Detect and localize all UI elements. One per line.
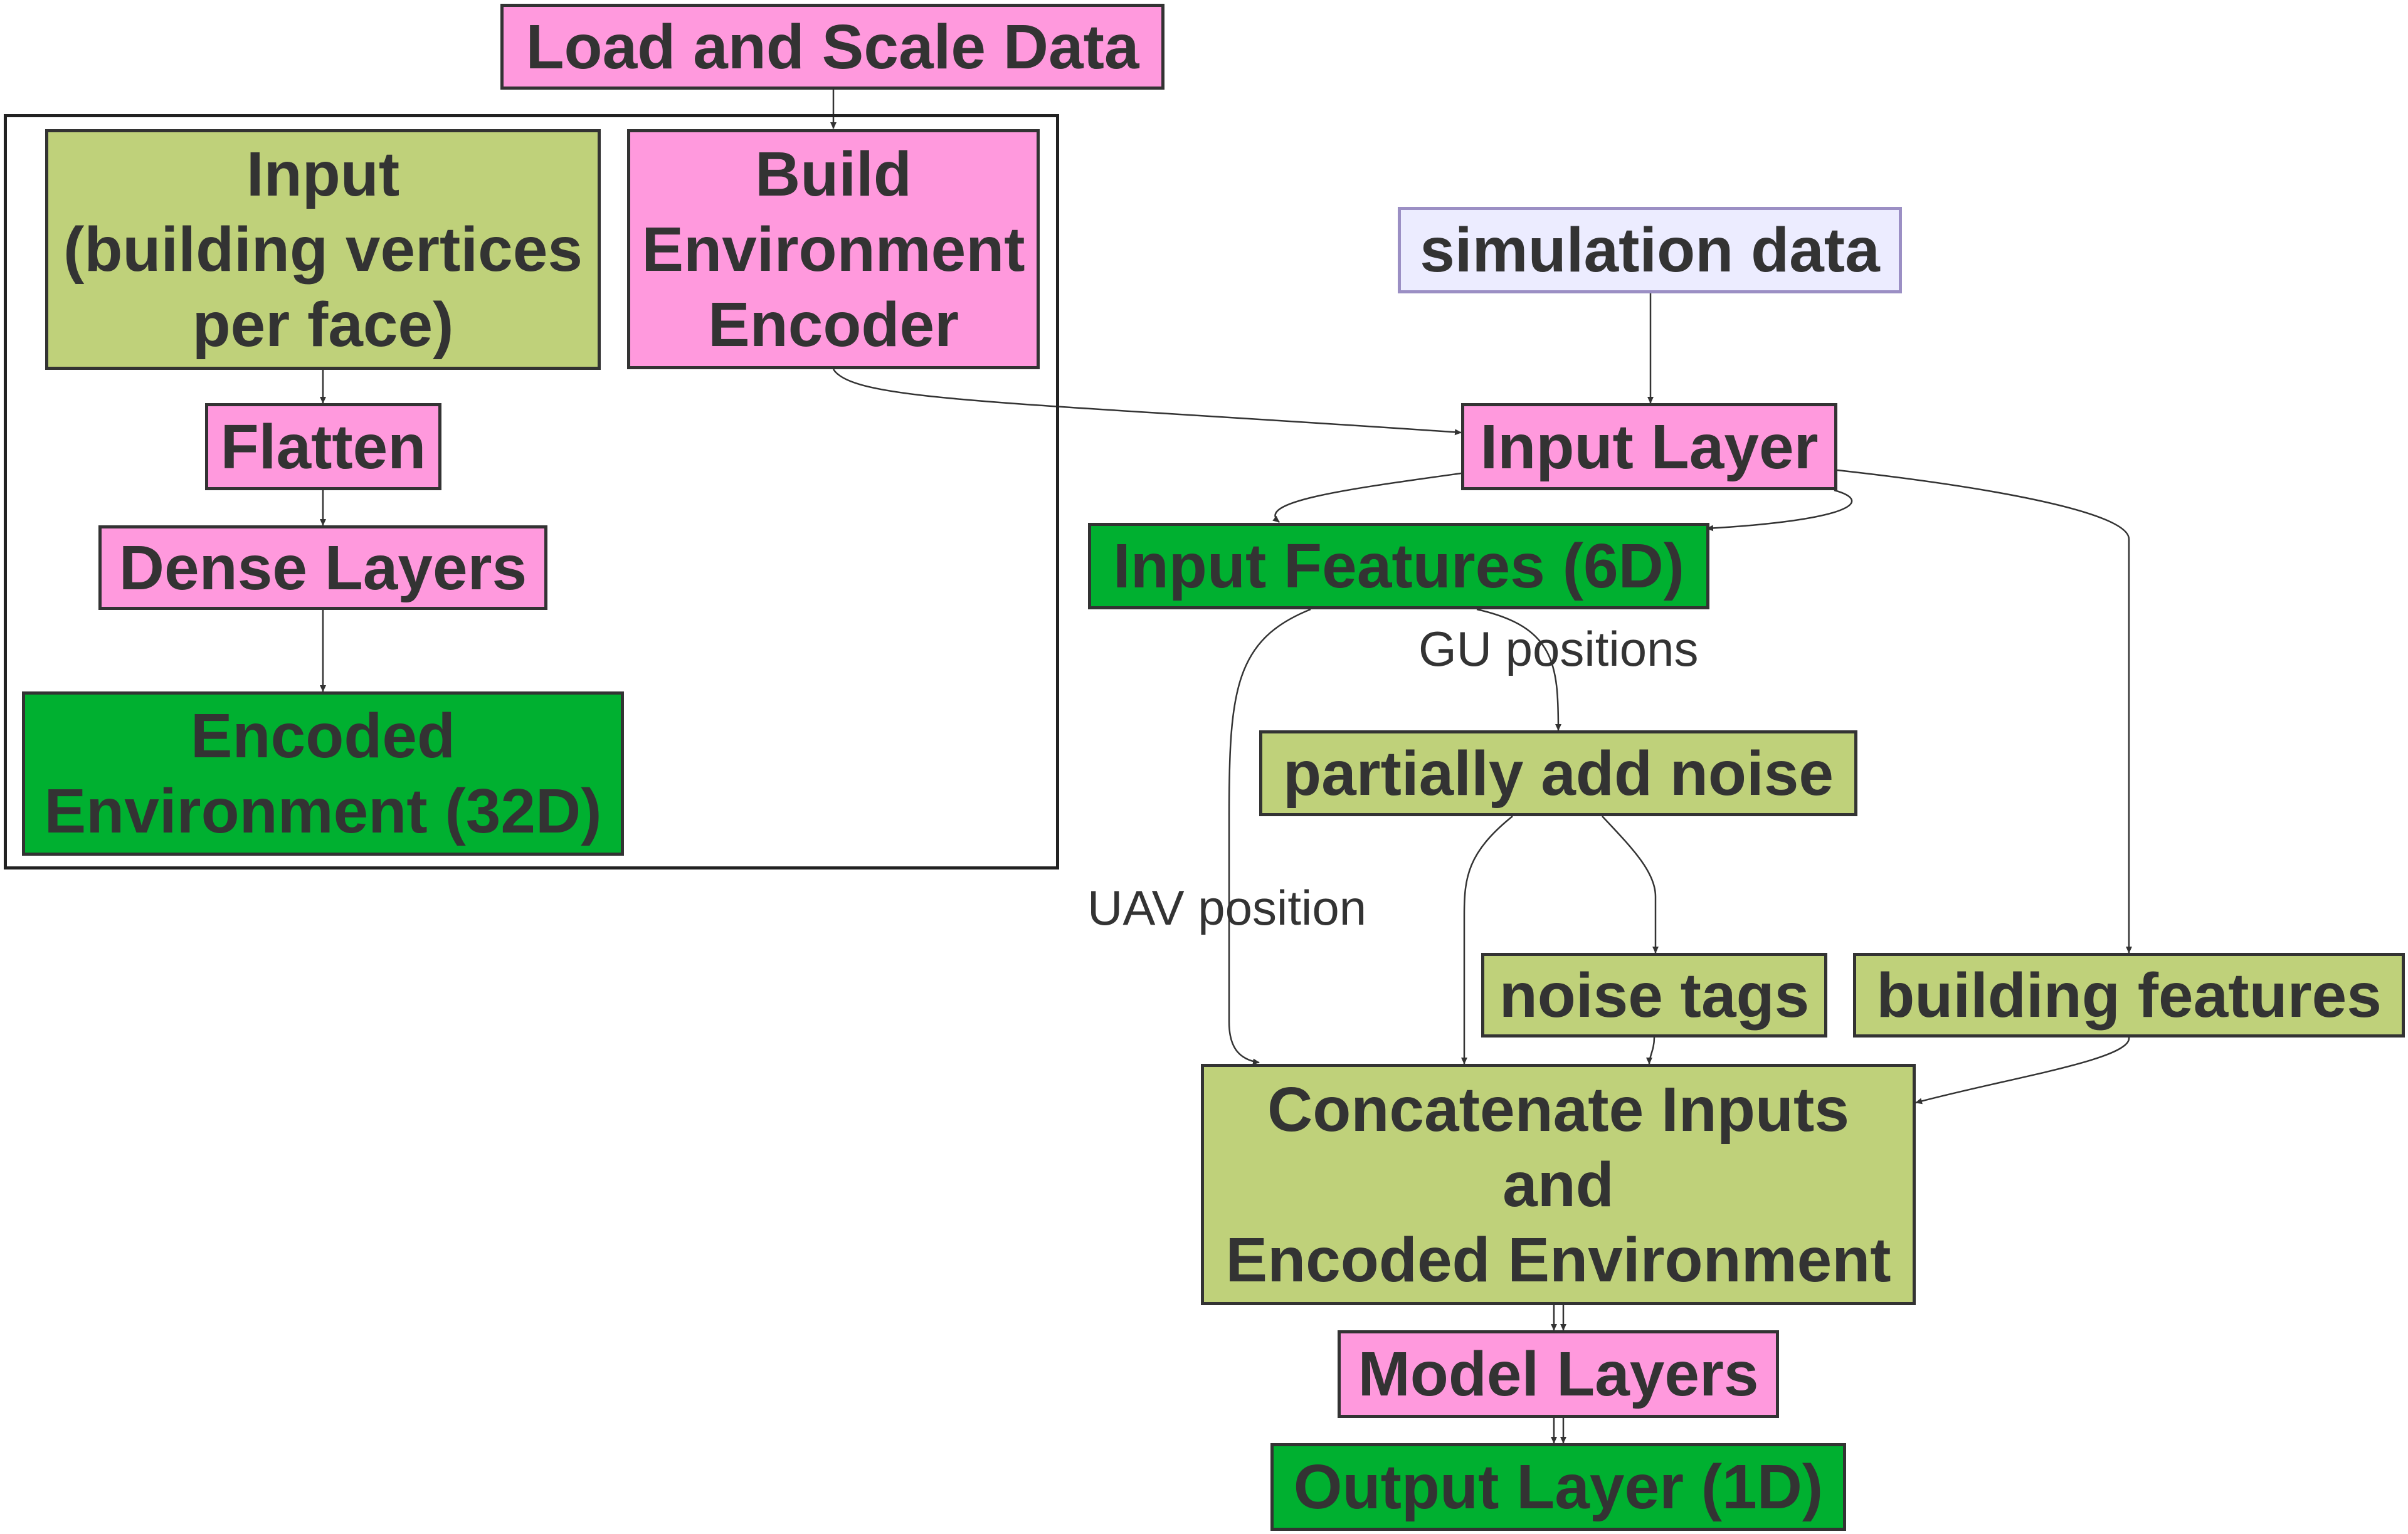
environment-encoder-cluster (4, 114, 1059, 869)
edge-building-to-concat (1915, 1037, 2130, 1105)
input-features-node[interactable]: Input Features (6D) (1088, 523, 1709, 609)
edge-inputlayer-to-features-right (1706, 489, 1853, 532)
input-building-vertices-node[interactable]: Input (building vertices per face) (45, 129, 601, 370)
edge-partial-to-concat (1461, 816, 1513, 1064)
edge-encoder-to-inputlayer (832, 369, 1462, 436)
load-and-scale-data-node[interactable]: Load and Scale Data (500, 4, 1164, 90)
input-layer-node[interactable]: Input Layer (1461, 403, 1837, 490)
building-features-node[interactable]: building features (1853, 953, 2405, 1038)
edge-noisetags-to-concat (1646, 1037, 1656, 1064)
partially-add-noise-node[interactable]: partially add noise (1259, 730, 1857, 816)
edge-features-uav-to-concat (1228, 608, 1311, 1065)
edge-label-gu-positions: GU positions (1418, 621, 1699, 678)
flatten-node[interactable]: Flatten (205, 403, 441, 490)
output-layer-node[interactable]: Output Layer (1D) (1270, 1443, 1846, 1531)
concatenate-inputs-node[interactable]: Concatenate Inputs and Encoded Environme… (1201, 1064, 1916, 1305)
simulation-data-node[interactable]: simulation data (1398, 207, 1902, 293)
encoded-environment-node[interactable]: Encoded Environment (32D) (22, 691, 624, 856)
model-layers-node[interactable]: Model Layers (1338, 1330, 1779, 1418)
edge-inputlayer-to-features-left (1272, 472, 1462, 523)
edge-partial-to-noisetags (1602, 816, 1659, 953)
noise-tags-node[interactable]: noise tags (1481, 953, 1827, 1038)
gu-positions-text: GU positions (1418, 621, 1699, 676)
edge-features-gu-to-partial (1476, 608, 1561, 731)
edge-label-uav-position: UAV position (1087, 880, 1366, 937)
edge-inputlayer-to-building (1837, 469, 2132, 953)
build-environment-encoder-node[interactable]: Build Environment Encoder (627, 129, 1040, 369)
dense-layers-node[interactable]: Dense Layers (98, 525, 547, 610)
uav-position-text: UAV position (1087, 880, 1367, 935)
